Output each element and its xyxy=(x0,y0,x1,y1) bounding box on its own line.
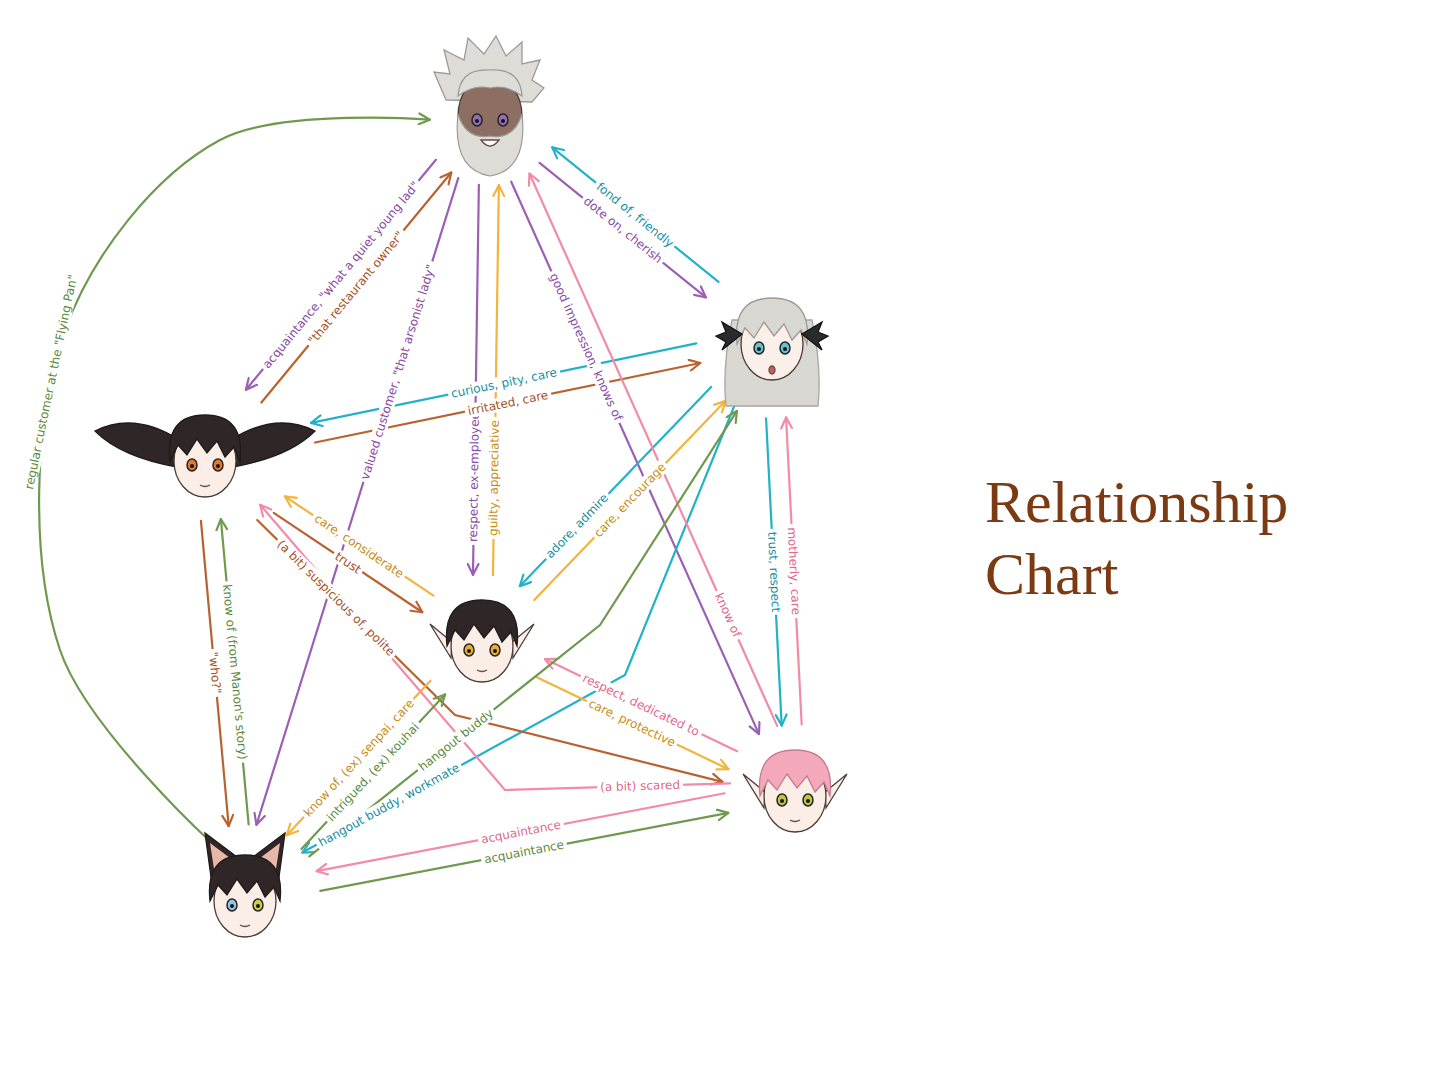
portrait-part xyxy=(209,855,280,901)
relation-arrow xyxy=(260,505,730,790)
portrait-part xyxy=(490,644,500,656)
character-portrait xyxy=(697,258,847,418)
portrait-part xyxy=(229,423,315,467)
relation-arrow xyxy=(256,178,458,825)
portrait-part xyxy=(757,347,761,351)
character-portrait xyxy=(170,825,320,965)
relation-label: regular customer at the "Flying Pan" xyxy=(21,270,80,493)
portrait-part xyxy=(230,904,234,908)
portrait-part xyxy=(780,342,790,354)
character-node xyxy=(420,35,560,185)
character-node xyxy=(170,825,320,965)
relation-arrow xyxy=(320,813,728,891)
character-node xyxy=(697,258,847,418)
portrait-part xyxy=(240,925,250,927)
relation-label: motherly, care xyxy=(784,524,803,618)
portrait-part xyxy=(464,644,474,656)
relation-arrow xyxy=(552,147,718,281)
relation-arrow xyxy=(287,681,431,836)
portrait-part xyxy=(803,794,813,806)
relation-label: (a bit) scared xyxy=(597,778,683,795)
portrait-part xyxy=(769,366,775,374)
portrait-part xyxy=(716,322,742,350)
relation-label: guilty, appreciative xyxy=(487,417,503,539)
character-node xyxy=(725,725,865,855)
portrait-part xyxy=(190,464,194,468)
relation-arrow xyxy=(311,343,696,423)
relation-label: "who?" xyxy=(206,649,224,698)
character-portrait xyxy=(417,575,547,705)
portrait-part xyxy=(475,119,479,123)
portrait-part xyxy=(457,114,523,176)
portrait-part xyxy=(806,799,810,803)
portrait-part xyxy=(187,459,197,471)
portrait-part xyxy=(477,670,487,672)
portrait-part xyxy=(802,322,828,350)
relation-label: know of (from Manon's story) xyxy=(220,580,250,762)
relation-arrow xyxy=(285,496,434,595)
portrait-part xyxy=(95,423,181,467)
portrait-part xyxy=(200,485,210,487)
portrait-part xyxy=(216,464,220,468)
portrait-part xyxy=(253,899,263,911)
portrait-part xyxy=(736,298,807,344)
portrait-part xyxy=(472,114,482,126)
portrait-part xyxy=(501,119,505,123)
relation-arrow xyxy=(536,677,728,769)
portrait-part xyxy=(213,459,223,471)
relation-arrow xyxy=(529,174,777,726)
portrait-part xyxy=(227,899,237,911)
relation-label: know of xyxy=(710,588,745,642)
relation-label: trust, respect xyxy=(765,528,783,615)
character-portrait xyxy=(420,35,560,185)
portrait-part xyxy=(256,904,260,908)
portrait-part xyxy=(481,140,499,146)
relation-label: respect, ex-employee xyxy=(466,409,482,545)
portrait-part xyxy=(446,600,517,646)
portrait-part xyxy=(790,820,800,822)
portrait-part xyxy=(783,347,787,351)
portrait-part xyxy=(777,794,787,806)
portrait-part xyxy=(169,415,240,461)
portrait-part xyxy=(458,70,522,96)
portrait-part xyxy=(467,649,471,653)
relation-arrow xyxy=(545,659,737,751)
chart-title: Relationship Chart xyxy=(985,466,1385,610)
portrait-part xyxy=(780,799,784,803)
character-node xyxy=(90,390,320,520)
character-node xyxy=(417,575,547,705)
portrait-part xyxy=(754,342,764,354)
portrait-part xyxy=(498,114,508,126)
relation-label: good impression, knows of xyxy=(545,269,626,426)
relation-label: valued customer, "that arsonist lady" xyxy=(357,260,439,484)
portrait-part xyxy=(493,649,497,653)
relation-arrow xyxy=(540,163,706,297)
portrait-part xyxy=(759,750,830,796)
relation-arrow xyxy=(534,401,725,600)
character-portrait xyxy=(90,390,320,520)
relation-arrow xyxy=(257,520,722,782)
character-portrait xyxy=(725,725,865,855)
